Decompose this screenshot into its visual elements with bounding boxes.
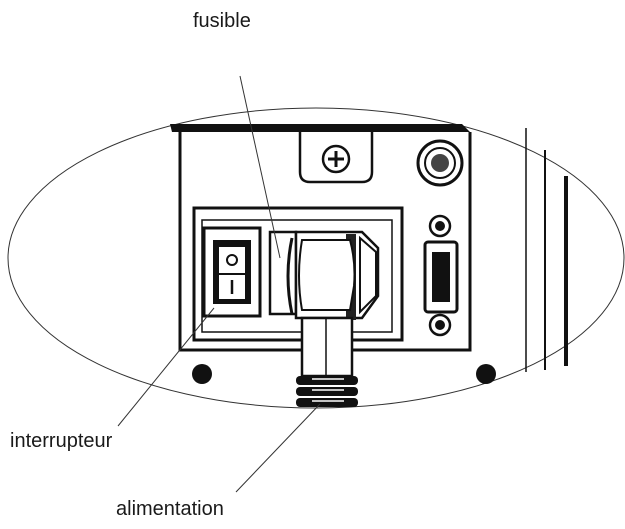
round-connector-icon (416, 139, 464, 187)
leader-line-interrupteur (117, 307, 215, 427)
bottom-screw (192, 364, 212, 384)
label-interrupteur: interrupteur (10, 430, 113, 452)
inlet-module-inner (201, 219, 393, 333)
rocker-switch (202, 226, 262, 318)
leader-line-fusible (239, 75, 281, 259)
inlet-module-frame (192, 206, 404, 342)
screw-icon (321, 144, 351, 174)
bottom-screw (476, 364, 496, 384)
leader-line-alimentation (235, 403, 321, 493)
label-fusible: fusible (193, 10, 251, 32)
power-cord (296, 316, 358, 407)
screw-bracket (298, 132, 374, 184)
label-alimentation: alimentation (116, 498, 224, 520)
power-plug (286, 230, 380, 320)
panel-top-rail (170, 124, 470, 132)
side-port (423, 214, 459, 337)
